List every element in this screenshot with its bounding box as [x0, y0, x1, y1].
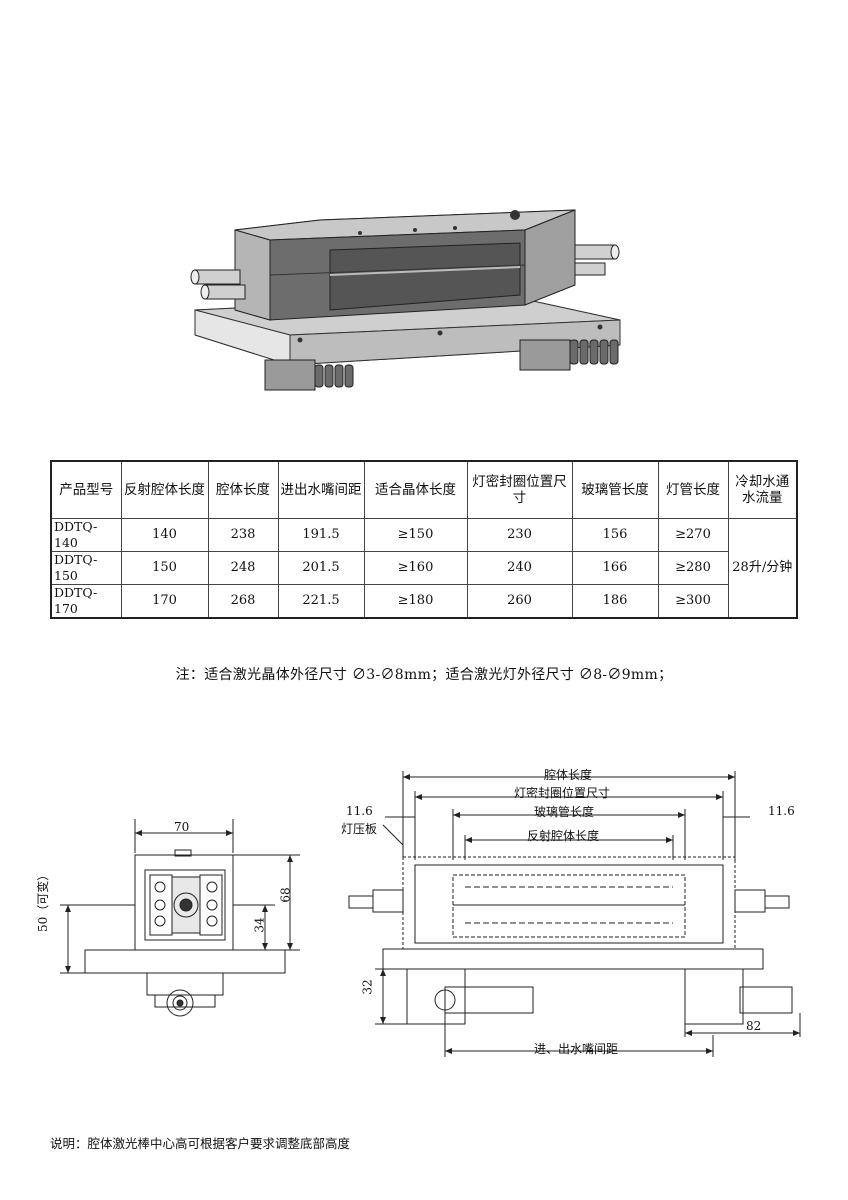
header-water-flow: 冷却水通水流量 — [727, 460, 798, 519]
side-base-label: 50（可变） — [36, 868, 50, 932]
header-cavity-length: 腔体长度 — [207, 460, 279, 519]
side-height-label: 68 — [278, 887, 293, 903]
header-seal-position: 灯密封圈位置尺寸 — [466, 460, 573, 519]
cell-crystal-length: ≥150 — [363, 518, 468, 552]
cell-reflector-length: 140 — [120, 518, 209, 552]
cell-model: DDTQ-140 — [50, 518, 122, 552]
table-row: DDTQ-140 140 238 191.5 ≥150 230 156 ≥270… — [50, 518, 798, 619]
left-offset-label: 11.6 — [346, 804, 373, 818]
cell-reflector-length: 150 — [120, 551, 209, 585]
right-offset-label: 11.6 — [768, 804, 795, 818]
side-center-label: 34 — [252, 917, 267, 933]
seal-position-label: 灯密封圈位置尺寸 — [514, 786, 611, 800]
nozzle-offset-label: 82 — [746, 1019, 762, 1033]
glass-tube-label: 玻璃管长度 — [534, 805, 595, 819]
reflector-label: 反射腔体长度 — [527, 829, 600, 843]
spec-table: 产品型号 反射腔体长度 腔体长度 进出水嘴间距 适合晶体长度 灯密封圈位置尺寸 … — [50, 460, 798, 619]
cell-cavity-length: 268 — [207, 584, 279, 619]
cell-glass-tube-length: 186 — [571, 584, 659, 619]
cell-reflector-length: 170 — [120, 584, 209, 619]
header-nozzle-spacing: 进出水嘴间距 — [277, 460, 365, 519]
cell-glass-tube-length: 166 — [571, 551, 659, 585]
cell-lamp-length: ≥270 — [657, 518, 729, 552]
cavity-length-label: 腔体长度 — [544, 768, 593, 782]
cell-crystal-length: ≥180 — [363, 584, 468, 619]
lamp-plate-label: 灯压板 — [341, 822, 378, 836]
cell-model: DDTQ-170 — [50, 584, 122, 619]
cell-seal-position: 240 — [466, 551, 573, 585]
table-header-row: 产品型号 反射腔体长度 腔体长度 进出水嘴间距 适合晶体长度 灯密封圈位置尺寸 … — [50, 460, 798, 519]
cell-water-flow: 28升/分钟 — [727, 518, 798, 619]
cell-nozzle-spacing: 201.5 — [277, 551, 365, 585]
footer-note: 说明：腔体激光棒中心高可根据客户要求调整底部高度 — [50, 1136, 351, 1151]
side-width-label: 70 — [174, 820, 190, 834]
cell-nozzle-spacing: 221.5 — [277, 584, 365, 619]
header-reflector-length: 反射腔体长度 — [120, 460, 209, 519]
table-row: DDTQ-170 170 268 221.5 ≥180 260 186 ≥300 — [50, 584, 797, 619]
laser-cavity-3d-illustration — [190, 209, 621, 391]
cell-seal-position: 230 — [466, 518, 573, 552]
cell-lamp-length: ≥300 — [657, 584, 729, 619]
cell-seal-position: 260 — [466, 584, 573, 619]
side-view-drawing — [60, 819, 300, 1017]
foot-height-label: 32 — [360, 979, 375, 995]
cell-cavity-length: 238 — [207, 518, 279, 552]
cell-model: DDTQ-150 — [50, 551, 122, 585]
nozzle-spacing-label: 进、出水嘴间距 — [534, 1042, 619, 1056]
cell-lamp-length: ≥280 — [657, 551, 729, 585]
header-lamp-length: 灯管长度 — [657, 460, 729, 519]
cell-crystal-length: ≥160 — [363, 551, 468, 585]
cell-cavity-length: 248 — [207, 551, 279, 585]
front-view-drawing — [348, 771, 801, 1057]
cell-nozzle-spacing: 191.5 — [277, 518, 365, 552]
header-crystal-length: 适合晶体长度 — [363, 460, 468, 519]
dimension-note: 注：适合激光晶体外径尺寸 ∅3-∅8mm；适合激光灯外径尺寸 ∅8-∅9mm； — [175, 667, 673, 683]
table-row: DDTQ-150 150 248 201.5 ≥160 240 166 ≥280 — [50, 551, 797, 585]
water-flow-value: 28升/分钟 — [732, 560, 793, 575]
header-glass-tube-length: 玻璃管长度 — [571, 460, 659, 519]
cell-glass-tube-length: 156 — [571, 518, 659, 552]
header-model: 产品型号 — [50, 460, 122, 519]
